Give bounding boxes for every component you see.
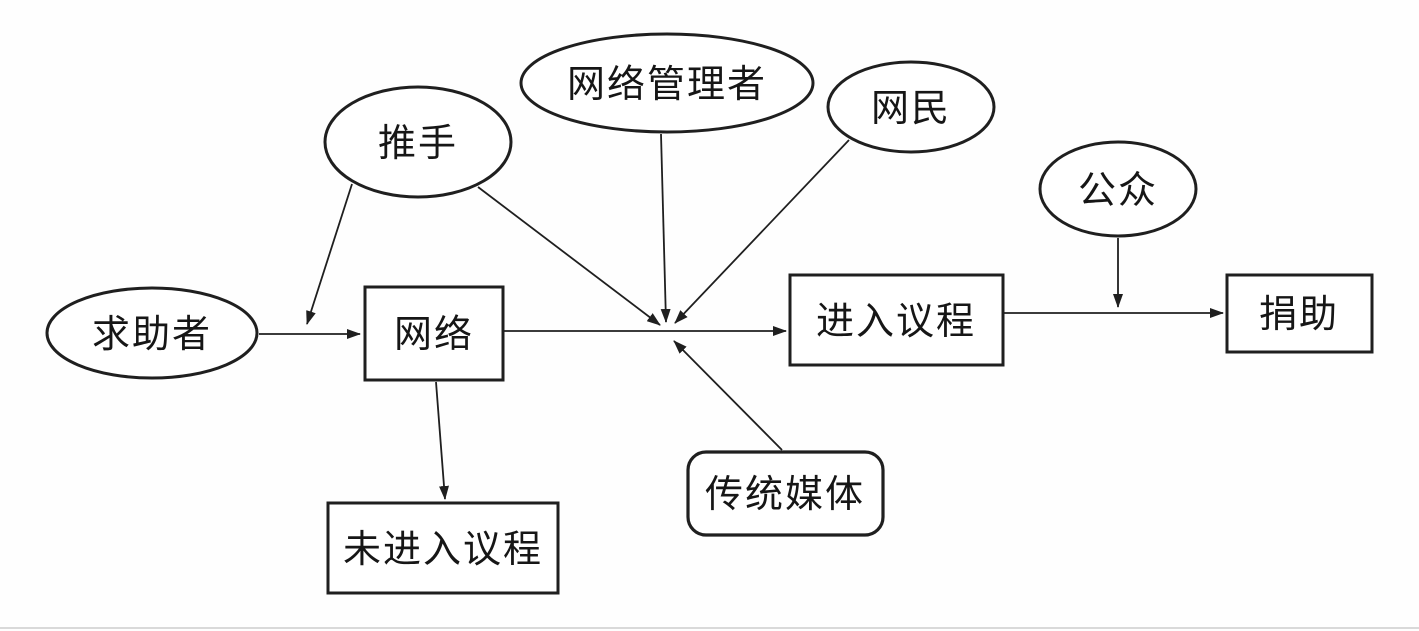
donation-box bbox=[1225, 273, 1374, 354]
edges bbox=[259, 133, 1224, 500]
edge-pusher-to-convergence bbox=[477, 186, 661, 326]
node-public: 公众 bbox=[1038, 140, 1198, 238]
node-network: 网络 bbox=[363, 285, 505, 382]
network-label: 网络 bbox=[394, 314, 474, 356]
node-trad-media: 传统媒体 bbox=[686, 450, 885, 537]
no-agenda-label: 未进入议程 bbox=[343, 529, 543, 571]
public-ellipse bbox=[1038, 140, 1198, 238]
network-box bbox=[363, 285, 505, 382]
agenda-box bbox=[788, 273, 1005, 367]
edge-admin-to-convergence bbox=[660, 133, 671, 323]
donation-label: 捐助 bbox=[1259, 294, 1339, 336]
seeker-ellipse bbox=[45, 286, 259, 380]
pusher-ellipse bbox=[323, 85, 513, 199]
netizen-label: 网民 bbox=[871, 88, 951, 130]
edge-pusher-to-seeker-network-link bbox=[306, 183, 353, 325]
node-seeker: 求助者 bbox=[45, 286, 259, 380]
node-admin: 网络管理者 bbox=[519, 32, 815, 134]
admin-label: 网络管理者 bbox=[567, 64, 767, 106]
trad-media-box bbox=[686, 450, 885, 537]
edge-netizen-to-convergence bbox=[674, 139, 850, 324]
no-agenda-box bbox=[326, 501, 560, 595]
agenda-label: 进入议程 bbox=[816, 301, 976, 343]
trad-media-label: 传统媒体 bbox=[705, 474, 865, 516]
netizen-ellipse bbox=[826, 60, 996, 154]
admin-ellipse bbox=[519, 32, 815, 134]
node-netizen: 网民 bbox=[826, 60, 996, 154]
edge-trad-media-to-convergence bbox=[673, 340, 783, 451]
edge-network-to-no-agenda bbox=[435, 381, 449, 500]
seeker-label: 求助者 bbox=[92, 314, 212, 356]
node-pusher: 推手 bbox=[323, 85, 513, 199]
pusher-label: 推手 bbox=[378, 123, 458, 165]
node-donation: 捐助 bbox=[1225, 273, 1374, 354]
nodes: 求助者 推手 网络管理者 网民 公众 bbox=[45, 32, 1374, 595]
node-no-agenda: 未进入议程 bbox=[326, 501, 560, 595]
public-label: 公众 bbox=[1078, 170, 1158, 212]
node-agenda: 进入议程 bbox=[788, 273, 1005, 367]
